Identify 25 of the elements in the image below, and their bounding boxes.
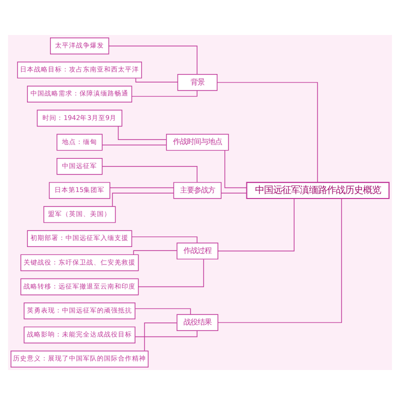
connector [112, 192, 174, 206]
node-box: 背景 [177, 74, 218, 90]
connector [135, 77, 178, 82]
node-box: 作战过程 [176, 242, 218, 259]
connector [218, 198, 295, 251]
node-box: 作战时间与地点 [166, 133, 229, 150]
connector [131, 90, 198, 96]
node-box: 战役结果 [176, 314, 218, 330]
connector [102, 166, 198, 182]
node-box: 主要参战方 [173, 182, 222, 198]
connector [102, 144, 167, 145]
connector [134, 330, 198, 337]
connector [110, 186, 174, 188]
connector [216, 82, 318, 182]
connector [133, 250, 178, 254]
connector [220, 192, 247, 193]
connector [218, 198, 342, 322]
connector [138, 258, 204, 287]
connector [224, 150, 247, 188]
connector [118, 126, 167, 140]
node-box: 中国远征军滇缅路作战历史概览 [246, 181, 390, 199]
connector [135, 308, 191, 314]
connector [131, 236, 198, 243]
connector [108, 45, 198, 74]
connector [144, 322, 178, 351]
